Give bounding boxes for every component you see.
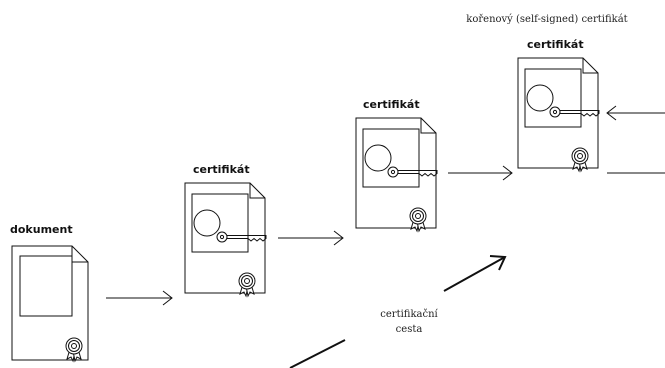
certification-path-arrow xyxy=(289,255,507,368)
certificate-1-icon xyxy=(184,182,267,297)
root-certificate-icon xyxy=(517,57,600,172)
path-label-line1: certifikační xyxy=(380,309,438,320)
document-label: dokument xyxy=(10,223,73,236)
certificate-2-icon xyxy=(355,117,438,232)
arrow-document-to-cert1 xyxy=(106,290,173,306)
path-label-line2: cesta xyxy=(396,324,423,335)
self-signed-arrow-in xyxy=(606,105,665,121)
cert2-label: certifikát xyxy=(363,98,420,111)
root-label: certifikát xyxy=(527,38,584,51)
arrow-cert2-to-root xyxy=(448,165,513,181)
root-caption: kořenový (self-signed) certifikát xyxy=(466,14,627,25)
cert1-label: certifikát xyxy=(193,163,250,176)
arrow-cert1-to-cert2 xyxy=(278,230,344,246)
document-icon xyxy=(11,245,89,362)
